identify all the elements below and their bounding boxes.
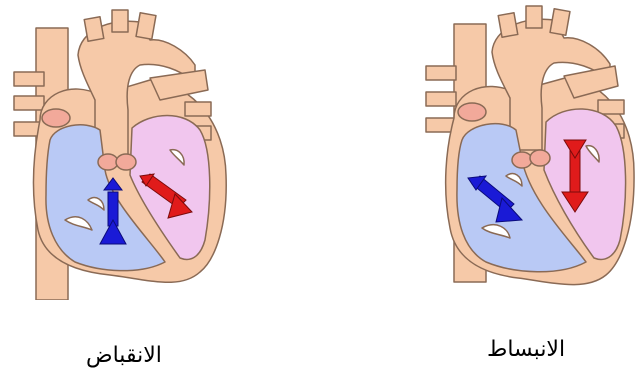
semilunar-valve <box>512 152 532 168</box>
pulmonary-artery-branch <box>598 100 624 114</box>
vena-cava-valve <box>42 109 70 127</box>
systole-caption: الانقباض <box>86 343 162 368</box>
vena-cava-valve <box>458 103 486 121</box>
aortic-branch <box>136 13 156 39</box>
diastole-caption: الانبساط <box>487 337 565 362</box>
pulmonary-artery-branch <box>185 102 211 116</box>
pulmonary-vein <box>426 92 456 106</box>
pulmonary-vein <box>14 96 44 110</box>
semilunar-valve <box>98 154 118 170</box>
aortic-branch <box>550 9 570 35</box>
aortic-branch <box>112 10 128 32</box>
aortic-branch <box>498 13 518 37</box>
pulmonary-vein <box>426 66 456 80</box>
pulmonary-artery <box>564 66 618 98</box>
heart-systole-diagram <box>0 0 240 300</box>
pulmonary-artery <box>150 70 208 100</box>
aortic-branch <box>84 17 104 41</box>
aortic-branch <box>526 6 542 28</box>
semilunar-valve <box>530 150 550 166</box>
pulmonary-vein <box>14 72 44 86</box>
heart-diastole-diagram <box>410 0 635 300</box>
semilunar-valve <box>116 154 136 170</box>
